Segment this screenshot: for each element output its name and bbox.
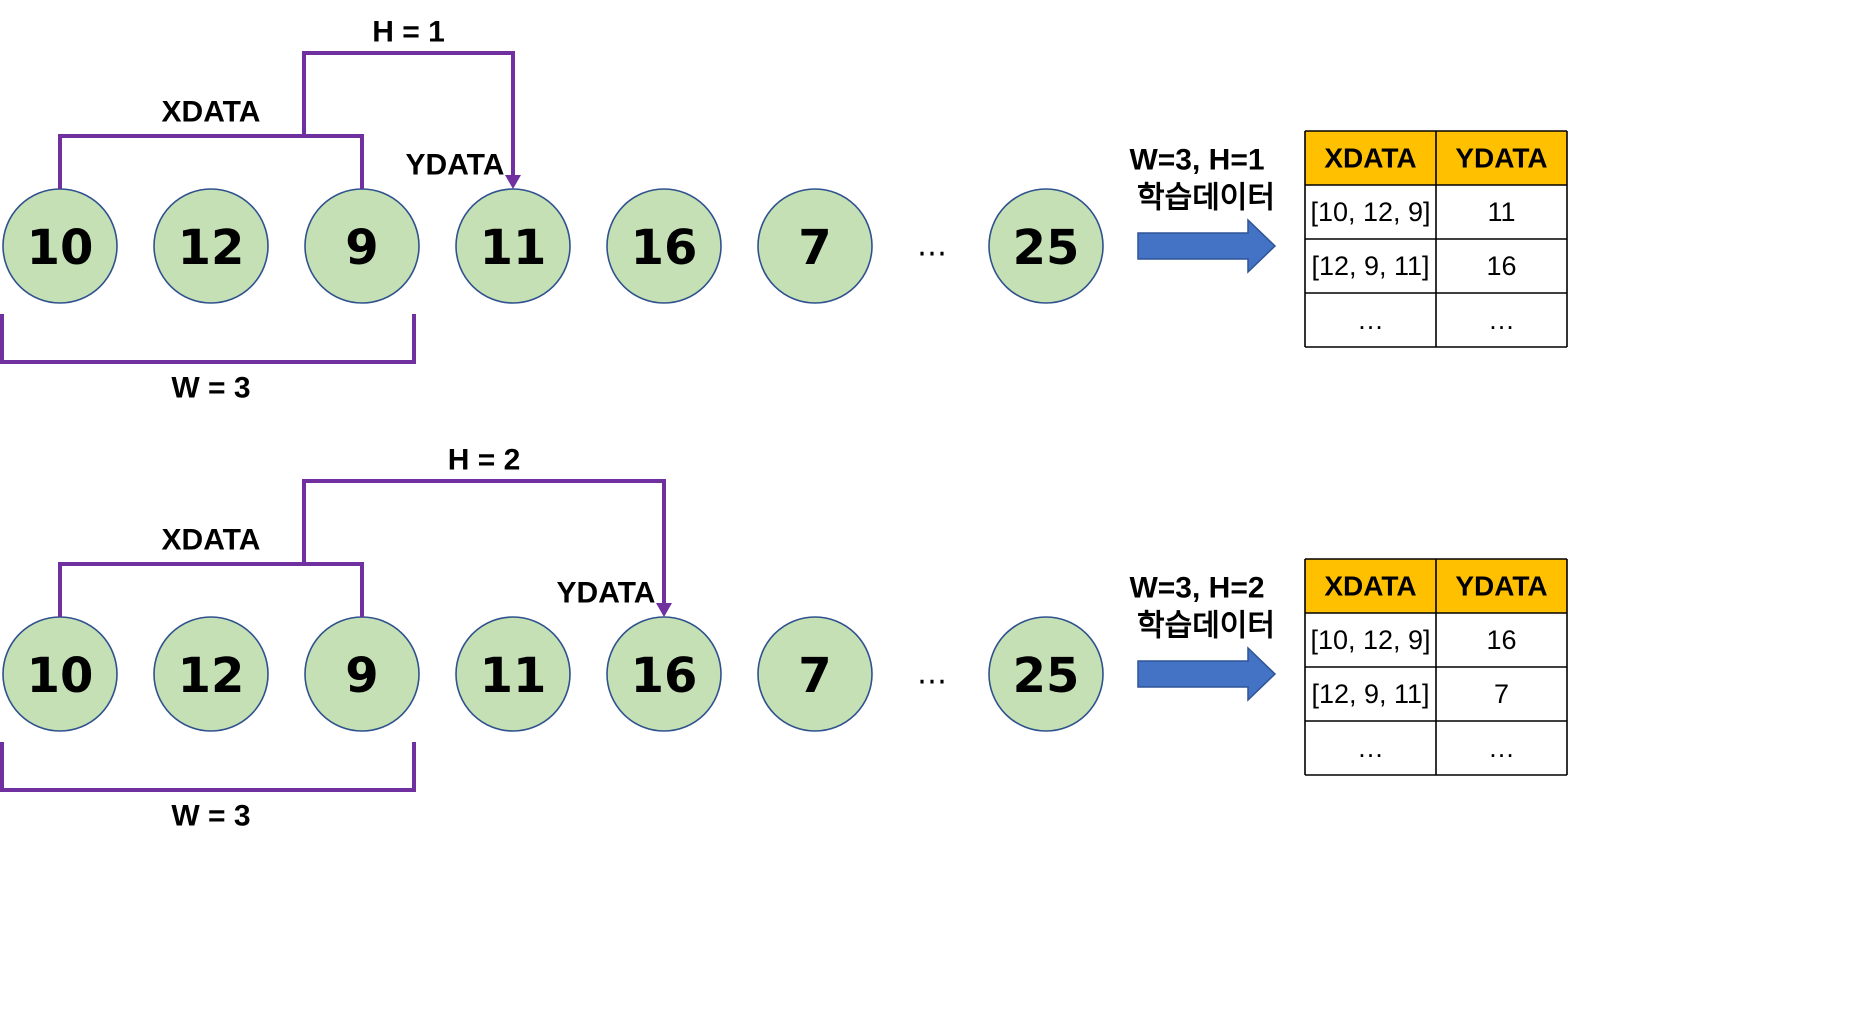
sequence-node: 11 [455, 188, 571, 304]
sequence-ellipsis: … [917, 229, 947, 264]
xdata-label: XDATA [162, 524, 261, 557]
xdata-bracket [58, 134, 364, 189]
window-label: W = 3 [171, 800, 250, 833]
training-data-caption-line1: W=3, H=1 [1129, 144, 1264, 177]
table-cell: … [1488, 733, 1515, 763]
horizon-label: H = 1 [372, 16, 445, 49]
node-value: 9 [345, 220, 378, 276]
right-arrow-icon [1137, 218, 1277, 274]
right-arrow-icon [1137, 646, 1277, 702]
sequence-node: 10 [2, 616, 118, 732]
table-cell: 7 [1494, 679, 1509, 709]
sequence-node: 16 [606, 188, 722, 304]
horizon-label: H = 2 [448, 444, 521, 477]
node-circle [153, 616, 269, 732]
node-value: 12 [178, 648, 245, 704]
table-header-cell: XDATA [1324, 143, 1416, 174]
table-row: …… [1357, 305, 1515, 335]
window-label: W = 3 [171, 372, 250, 405]
training-data-caption-line2: 학습데이터 [1137, 182, 1275, 215]
table-header-cell: YDATA [1455, 571, 1547, 602]
sequence-node: 12 [153, 616, 269, 732]
node-value: 25 [1013, 648, 1080, 704]
node-value: 16 [631, 220, 698, 276]
sequence-node: 25 [988, 188, 1104, 304]
horizon-arrow-head [505, 175, 521, 189]
sequence-node: 9 [304, 616, 420, 732]
horizon-arrow-head [656, 603, 672, 617]
node-circle [606, 188, 722, 304]
table-header-cell: YDATA [1455, 143, 1547, 174]
table-cell: [10, 12, 9] [1310, 197, 1430, 227]
ydata-label: YDATA [557, 577, 656, 610]
table-cell: 16 [1486, 251, 1516, 281]
node-value: 10 [27, 648, 94, 704]
table-cell: … [1357, 733, 1384, 763]
sequence-node: 7 [757, 188, 873, 304]
table-row: [10, 12, 9] 11 [1310, 197, 1515, 227]
sequence-ellipsis: … [917, 657, 947, 692]
table-cell: [12, 9, 11] [1311, 679, 1429, 709]
node-value: 25 [1013, 220, 1080, 276]
node-value: 10 [27, 220, 94, 276]
table-cell: … [1488, 305, 1515, 335]
node-circle [757, 188, 873, 304]
table-cell: 16 [1486, 625, 1516, 655]
node-value: 16 [631, 648, 698, 704]
sequence-node: 11 [455, 616, 571, 732]
table-row: …… [1357, 733, 1515, 763]
table-header-cell: XDATA [1324, 571, 1416, 602]
table-row: [12, 9, 11] 16 [1311, 251, 1516, 281]
sequence-node: 10 [2, 188, 118, 304]
node-value: 7 [798, 648, 831, 704]
table-cell: … [1357, 305, 1384, 335]
window-bracket [0, 314, 416, 364]
node-circle [988, 616, 1104, 732]
xdata-bracket [58, 562, 364, 617]
training-data-caption-line1: W=3, H=2 [1129, 572, 1264, 605]
node-value: 11 [480, 648, 547, 704]
node-value: 11 [480, 220, 547, 276]
node-circle [455, 616, 571, 732]
table-cell: [10, 12, 9] [1310, 625, 1430, 655]
node-value: 12 [178, 220, 245, 276]
node-circle [988, 188, 1104, 304]
window-bracket [0, 742, 416, 792]
table-cell: 11 [1487, 197, 1515, 227]
node-value: 7 [798, 220, 831, 276]
table-row: [10, 12, 9] 16 [1310, 625, 1516, 655]
sequence-node: 7 [757, 616, 873, 732]
sequence-node: 9 [304, 188, 420, 304]
training-data-caption-line2: 학습데이터 [1137, 610, 1275, 643]
sequence-node: 16 [606, 616, 722, 732]
sequence-node: 12 [153, 188, 269, 304]
xdata-label: XDATA [162, 96, 261, 129]
diagram-1: 10 12 9 11 16 7 25 … XDATA H = 1 YDATA W = 3 W=3, H=… [0, 16, 1568, 405]
horizon-arrow-line [302, 479, 666, 605]
table-cell: [12, 9, 11] [1311, 251, 1429, 281]
sequence-node: 25 [988, 616, 1104, 732]
horizon-arrow-line [302, 51, 515, 177]
node-circle [153, 188, 269, 304]
ydata-label: YDATA [406, 149, 505, 182]
node-circle [757, 616, 873, 732]
diagram-2: 10 12 9 11 16 7 25 … XDATA H = 2 YDATA W = 3 W=3, H=… [0, 444, 1568, 833]
table-row: [12, 9, 11] 7 [1311, 679, 1509, 709]
node-value: 9 [345, 648, 378, 704]
